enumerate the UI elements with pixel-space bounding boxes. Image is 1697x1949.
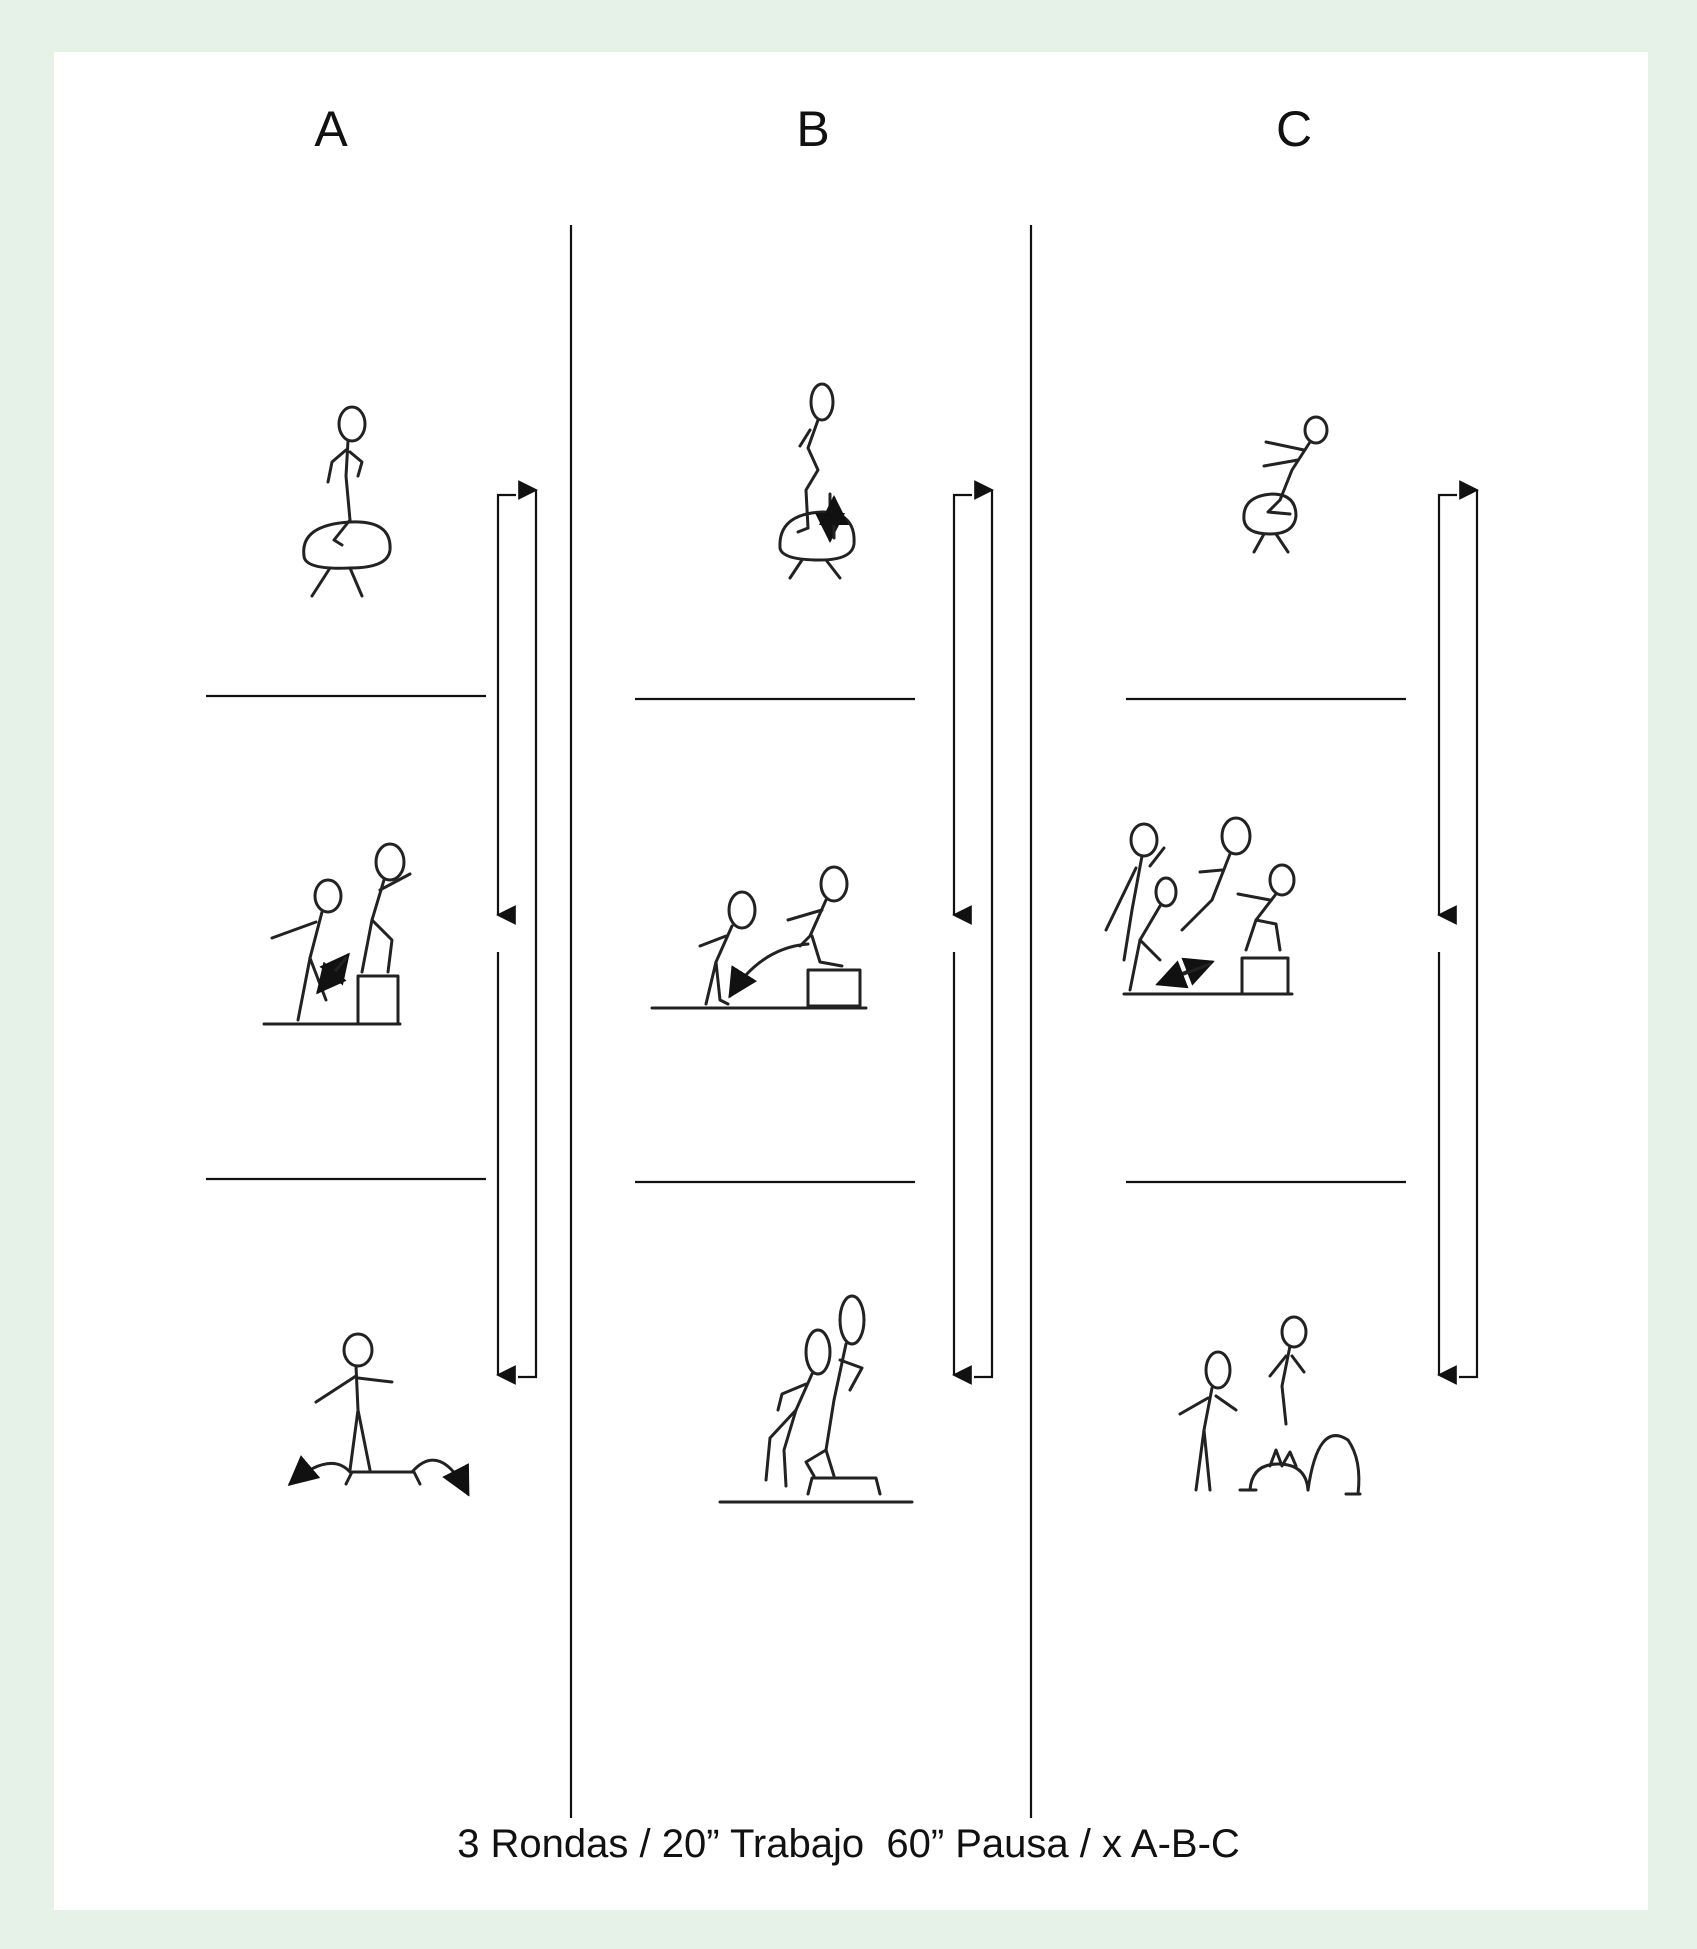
sketch-a2-box-jump [264,844,410,1024]
sketch-b1-balance-ball [780,384,854,578]
sketch-c2-box-jump [1106,818,1294,994]
rotation-arrows-a [498,490,536,1377]
sketch-a3-lateral-hop [290,1334,468,1494]
rotation-arrows-c [1439,490,1477,1377]
rotation-arrows-b [954,490,992,1377]
sketch-c3-hurdle-hop [1180,1317,1360,1494]
workout-caption: 3 Rondas / 20” Trabajo 60” Pausa / x A-B… [0,1822,1697,1867]
sketch-b3-step-up [720,1296,912,1502]
sketch-c1-balance-ball [1244,417,1327,552]
sketch-b2-box-jump [652,867,866,1008]
sketch-a1-balance-ball [304,407,390,596]
